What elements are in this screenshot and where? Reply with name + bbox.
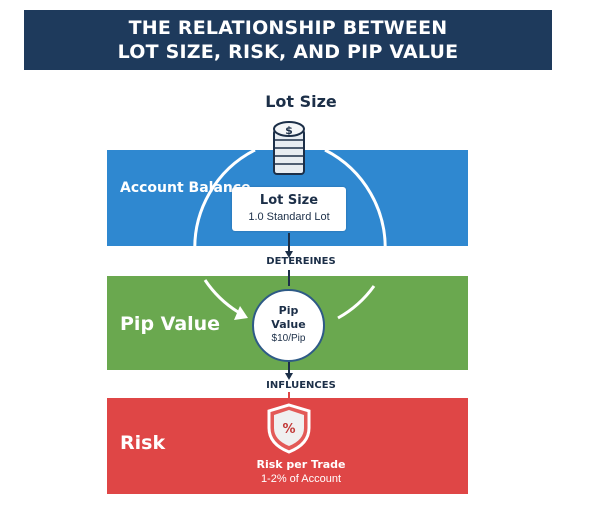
shield-icon — [267, 403, 311, 454]
lot-size-heading: Lot Size — [265, 92, 337, 111]
risk-label: Risk — [120, 432, 166, 454]
connector-arrow-2 — [285, 362, 293, 398]
diagram-title: THE RELATIONSHIP BETWEEN LOT SIZE, RISK,… — [117, 17, 459, 63]
connector-label-influences: INFLUENCES — [266, 380, 336, 391]
shield-percent-symbol: % — [282, 422, 295, 437]
coin-stack-icon — [273, 121, 305, 175]
account-balance-label: Account Balance — [120, 180, 251, 196]
pip-value-circle: Pip Value $10/Pip — [252, 289, 325, 362]
ring-arrowhead-left — [234, 306, 248, 320]
title-banner: THE RELATIONSHIP BETWEEN LOT SIZE, RISK,… — [24, 10, 552, 70]
pip-value-label: Pip Value — [120, 313, 221, 335]
connector-label-determines: DETEREINES — [266, 256, 336, 267]
lot-size-box: Lot Size 1.0 Standard Lot — [232, 187, 346, 231]
pip-circle-line1: Pip — [278, 304, 299, 317]
ring-arrowhead-right — [379, 250, 393, 262]
risk-per-trade-label: Risk per Trade — [256, 458, 346, 471]
coin-dollar-symbol: $ — [285, 124, 293, 137]
pip-circle-line3: $10/Pip — [271, 333, 306, 344]
risk-percent-label: 1-2% of Account — [260, 473, 342, 485]
connector-arrow-1 — [285, 233, 293, 286]
pip-circle-line2: Value — [271, 318, 306, 331]
lot-size-box-subtitle: 1.0 Standard Lot — [248, 211, 330, 223]
lot-size-box-title: Lot Size — [259, 193, 319, 208]
cycle-ring — [193, 148, 387, 320]
